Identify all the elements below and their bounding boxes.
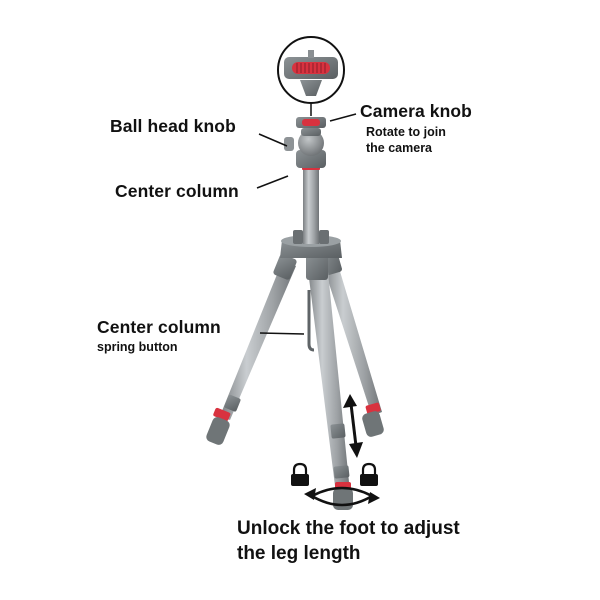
- foot-note-line2: the leg length: [237, 543, 361, 564]
- lock-icon-right: [360, 462, 378, 486]
- lock-icon-left: [291, 462, 309, 486]
- rotate-arrow-icon: [304, 486, 380, 507]
- center-column-label: Center column: [115, 181, 239, 201]
- camera-knob-note-line1: Rotate to join: [366, 125, 446, 139]
- detail-magnifier: [277, 36, 345, 104]
- spring-button-label-line2: spring button: [97, 340, 178, 354]
- camera-plate: [296, 117, 326, 128]
- foot-note-line1: Unlock the foot to adjust: [237, 518, 460, 539]
- up-down-arrow-icon: [343, 394, 363, 458]
- spring-button-label-line1: Center column: [97, 317, 221, 337]
- ball-head-knob-label: Ball head knob: [110, 116, 236, 136]
- center-column: [302, 164, 320, 244]
- leader-lines: [256, 113, 357, 335]
- camera-knob-note-line2: the camera: [366, 141, 433, 155]
- ball-head: [284, 128, 326, 168]
- camera-knob-label: Camera knob: [360, 101, 472, 121]
- tripod-legs: [206, 250, 384, 510]
